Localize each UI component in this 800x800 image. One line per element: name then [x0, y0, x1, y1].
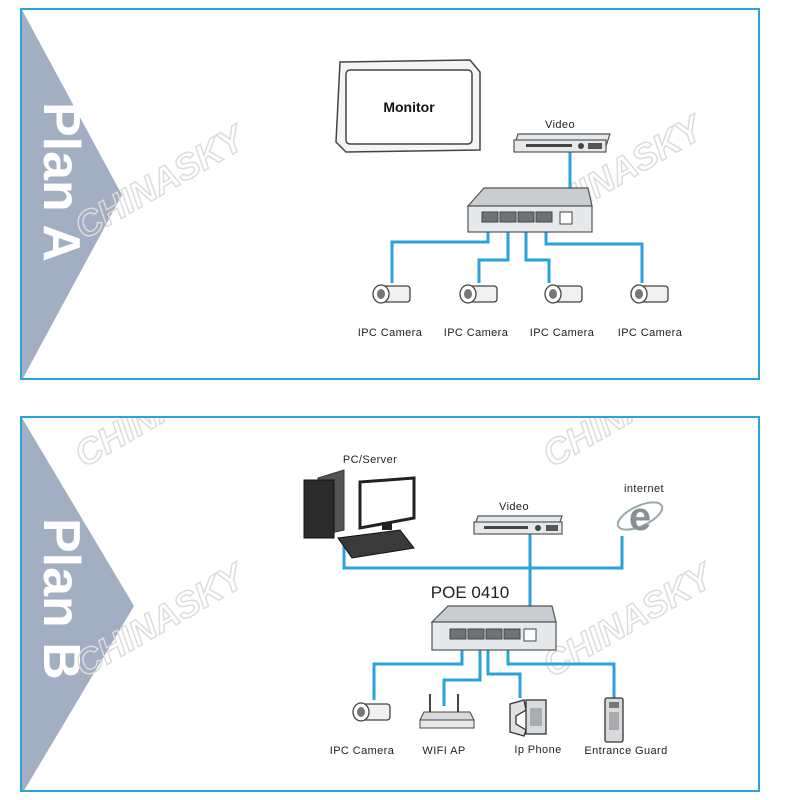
internet-explorer-icon: e [616, 495, 664, 539]
poe-switch-icon [430, 605, 557, 651]
poe-switch-label: POE 0410 [431, 583, 509, 602]
monitor-label: Monitor [383, 99, 435, 115]
wire-entrance-guard [506, 646, 616, 698]
watermark: CHINASKY [536, 418, 722, 475]
wire-camera-4 [544, 227, 644, 283]
nvr-icon [473, 515, 563, 535]
entrance-guard-label: Entrance Guard [584, 745, 667, 757]
plan-b-diagram: Plan B CHINASKY CHINASKY CHINASKY CHINAS… [22, 418, 722, 790]
camera-label: IPC Camera [358, 327, 423, 339]
plan-b-panel: Plan B CHINASKY CHINASKY CHINASKY CHINAS… [20, 416, 760, 792]
camera-label: IPC Camera [444, 327, 509, 339]
wire-camera-2 [477, 227, 510, 283]
ip-phone-icon [509, 699, 547, 737]
wire-ip-phone [486, 646, 522, 698]
internet-label: internet [624, 483, 664, 495]
wire-camera-1 [390, 227, 490, 283]
ipc-camera-icon [459, 284, 498, 304]
plan-a-panel: Plan A CHINASKY CHINASKY Monitor Video [20, 8, 760, 380]
ipc-camera-icon [544, 284, 583, 304]
ipc-camera-icon [372, 284, 411, 304]
ipc-camera-label: IPC Camera [330, 745, 395, 757]
pc-server-icon [303, 469, 416, 559]
wifi-ap-label: WIFI AP [422, 745, 465, 757]
ip-phone-label: Ip Phone [514, 744, 561, 756]
wire-wifi-ap [442, 646, 482, 706]
plan-b-title: Plan B [32, 518, 90, 680]
wire-pc-internet [342, 536, 624, 570]
plan-a-title: Plan A [32, 102, 90, 262]
ipc-camera-icon [352, 702, 391, 722]
video-label: Video [499, 501, 529, 513]
wire-camera-3 [524, 227, 551, 283]
poe-switch-icon [466, 187, 593, 233]
entrance-guard-icon [604, 697, 624, 743]
svg-text:e: e [629, 495, 651, 539]
nvr-icon [513, 133, 611, 153]
wifi-ap-icon [419, 694, 475, 729]
ipc-camera-icon [630, 284, 669, 304]
pc-server-label: PC/Server [343, 454, 397, 466]
camera-label: IPC Camera [530, 327, 595, 339]
plan-a-diagram: Plan A CHINASKY CHINASKY Monitor Video [22, 10, 712, 378]
camera-label: IPC Camera [618, 327, 683, 339]
plan-a-arrow [22, 10, 122, 378]
monitor-icon [335, 59, 481, 153]
watermark: CHINASKY [68, 418, 254, 475]
plan-b-arrow [22, 418, 134, 790]
wire-ipc-camera [372, 646, 464, 700]
video-label: Video [545, 119, 575, 131]
